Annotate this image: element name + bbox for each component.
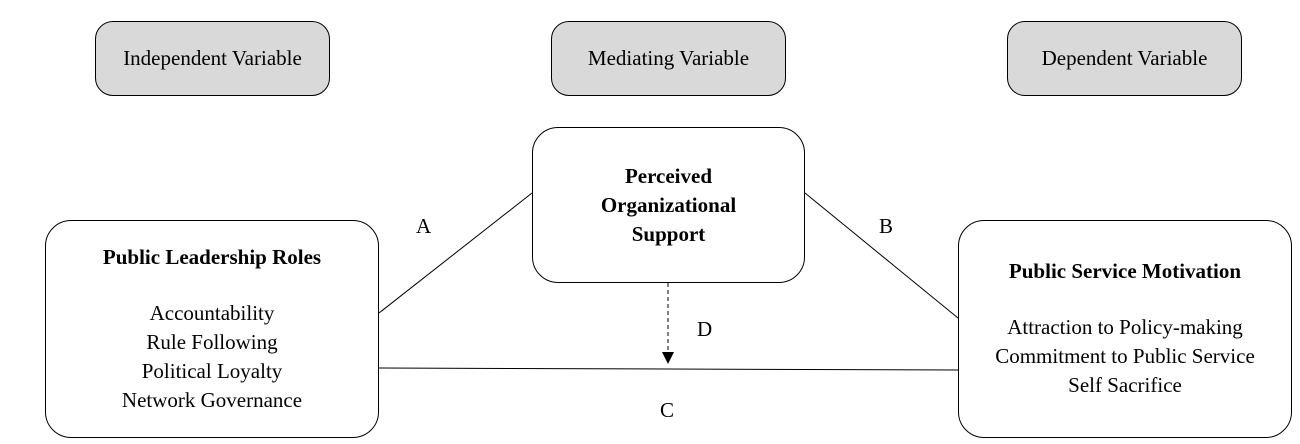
- mediator-title-line-1: Perceived: [624, 163, 713, 188]
- path-c-line: [378, 367, 959, 371]
- dependent-variable-header-label: Dependent Variable: [1041, 46, 1208, 70]
- independent-variable-header-label: Independent Variable: [123, 46, 302, 70]
- dependent-item: Self Sacrifice: [1068, 373, 1182, 397]
- dependent-node: Public Service Motivation Attraction to …: [958, 220, 1292, 438]
- mediator-node: Perceived Organizational Support: [532, 127, 805, 283]
- independent-item: Political Loyalty: [141, 359, 283, 383]
- mediator-title-line-2: Organizational: [600, 192, 737, 217]
- independent-item: Network Governance: [121, 388, 303, 412]
- independent-node: Public Leadership Roles Accountability R…: [45, 220, 379, 438]
- dependent-item: Attraction to Policy-making: [1007, 315, 1243, 339]
- path-c-label: C: [660, 398, 675, 422]
- mediating-variable-header: Mediating Variable: [551, 21, 786, 96]
- independent-item: Rule Following: [146, 330, 278, 354]
- independent-variable-header: Independent Variable: [95, 21, 330, 96]
- dependent-variable-header: Dependent Variable: [1007, 21, 1242, 96]
- mediating-variable-header-label: Mediating Variable: [587, 46, 750, 70]
- path-a-label: A: [416, 214, 432, 238]
- mediator-title-line-3: Support: [631, 221, 706, 246]
- path-a-line: [378, 192, 533, 314]
- path-b-label: B: [879, 214, 894, 238]
- path-d-arrowhead: [662, 352, 674, 364]
- path-b-line: [804, 192, 959, 319]
- independent-node-title: Public Leadership Roles: [102, 245, 322, 269]
- dependent-node-title: Public Service Motivation: [1008, 259, 1242, 283]
- path-d-label: D: [697, 317, 713, 341]
- dependent-item: Commitment to Public Service: [995, 344, 1255, 368]
- independent-item: Accountability: [149, 301, 275, 325]
